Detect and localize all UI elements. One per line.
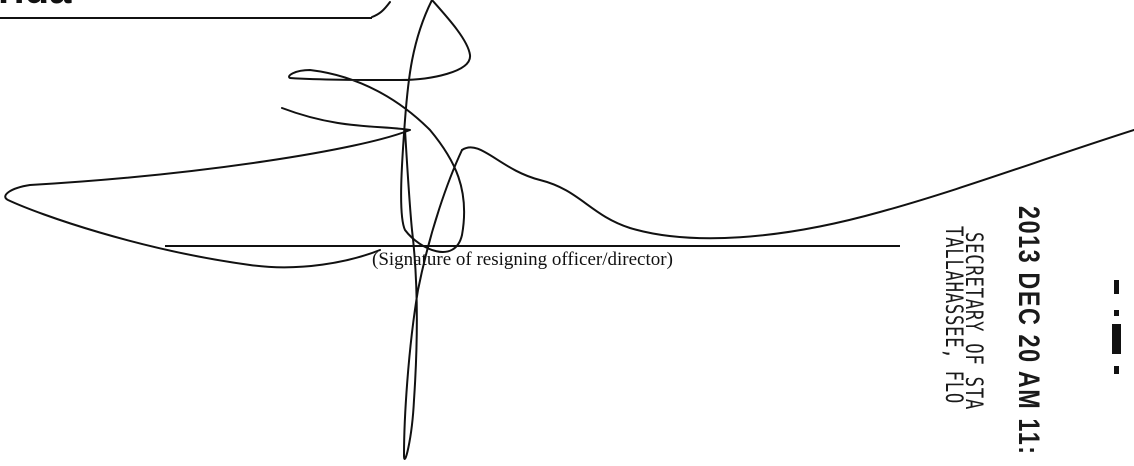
signature-stroke-sweep (461, 129, 1134, 240)
signature-caption: (Signature of resigning officer/director… (372, 249, 673, 270)
signature-stroke-descender (403, 129, 463, 460)
signature-stroke-tail (371, 1, 391, 18)
edge-stamp-marks (1112, 280, 1121, 374)
stamp-date-line: 2013 DEC 20 AM 11: (1012, 206, 1045, 456)
stamp-city-line: TALLAHASSEE, FLO (940, 226, 968, 404)
top-rule-line (0, 17, 372, 19)
signature-rule-line (165, 245, 900, 247)
signature-stroke-loop (288, 0, 471, 253)
top-fragment-text: rida (0, 0, 71, 10)
signature-stroke-swoop (4, 107, 411, 269)
